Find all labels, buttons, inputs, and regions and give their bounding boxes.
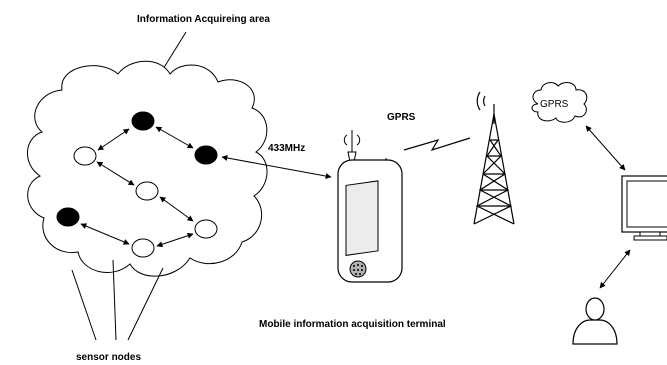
node-link: [156, 232, 194, 248]
sensor-leader-line: [112, 259, 117, 341]
frequency-label: 433MHz: [268, 143, 305, 154]
sensor-node-dark: [194, 145, 218, 165]
sensor-leader-line: [127, 267, 164, 341]
area-label: Information Acquireing area: [137, 14, 270, 25]
radio-link-433mhz: [221, 155, 332, 179]
user-computer-link: [599, 249, 631, 289]
gprs-lightning-link: [403, 137, 471, 152]
sensor-nodes-label: sensor nodes: [76, 352, 141, 363]
gprs-cloud-label: GPRS: [540, 99, 569, 110]
user-icon: [572, 297, 618, 345]
sensor-node-light: [131, 238, 155, 258]
sensor-node-dark: [56, 207, 80, 227]
mobile-terminal: [337, 130, 403, 283]
node-link: [159, 196, 194, 222]
signal-tower-icon: [473, 91, 515, 225]
sensor-node-light: [194, 219, 218, 239]
sensor-node-dark: [131, 111, 155, 131]
node-link: [97, 128, 130, 151]
node-link: [96, 161, 135, 186]
node-link: [155, 126, 194, 149]
monitor-icon: [621, 175, 667, 241]
gprs-cloud-icon: [531, 82, 588, 123]
terminal-screen: [345, 180, 379, 256]
cloud-computer-link: [585, 125, 626, 171]
gprs-link-label: GPRS: [387, 112, 416, 123]
node-link: [80, 223, 130, 245]
terminal-label: Mobile information acquisition terminal: [259, 319, 446, 330]
sensor-leader-line: [71, 269, 97, 341]
sensor-node-light: [73, 146, 97, 166]
sensor-node-light: [135, 181, 159, 201]
